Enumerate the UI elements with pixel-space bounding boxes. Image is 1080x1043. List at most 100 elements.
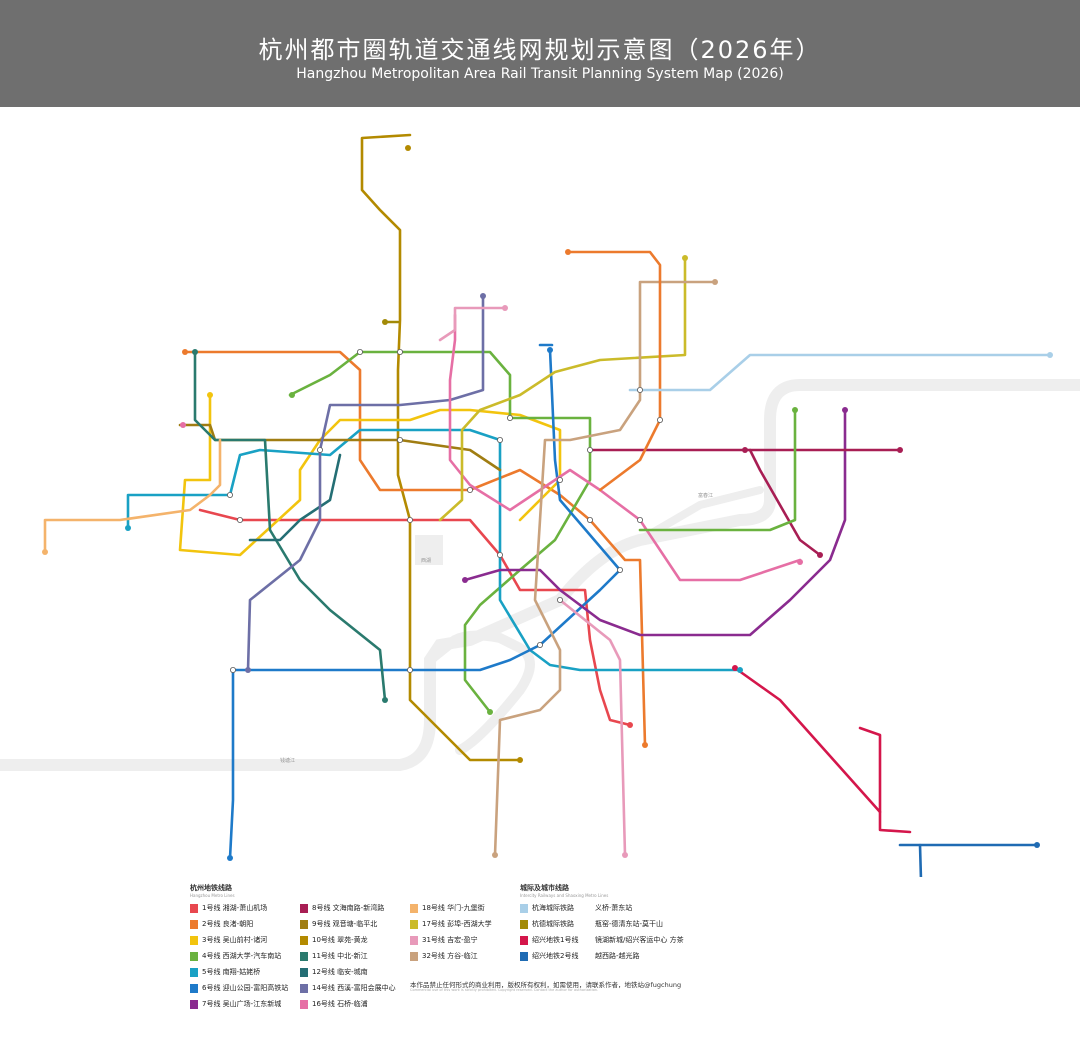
line-1 <box>198 508 632 727</box>
line-31b <box>558 598 627 857</box>
station <box>466 486 473 493</box>
line-7 <box>463 408 847 637</box>
legend-swatch <box>300 968 308 977</box>
intercity-hhy <box>628 353 1052 392</box>
tag-l1-s <box>627 722 633 728</box>
station <box>229 667 236 674</box>
station <box>587 446 594 453</box>
line-8b <box>748 448 822 557</box>
legend-intercity-header: 城际及城市线路 Intercity Railways and Shaoxing … <box>520 883 608 904</box>
tag-l18-w <box>42 549 48 555</box>
legend-label: 3号线 吴山前村-诸河 <box>202 936 268 944</box>
legend-swatch <box>190 1000 198 1009</box>
station <box>406 667 413 674</box>
line-16 <box>448 313 802 582</box>
legend-label: 31号线 吉宏-盈宁 <box>422 936 478 944</box>
tag-l4-w <box>289 392 295 398</box>
station <box>496 552 503 559</box>
station <box>496 436 503 443</box>
legend-label: 17号线 彭埠-西湖大学 <box>422 920 492 928</box>
tag-l31-s <box>622 852 628 858</box>
legend-label: 14号线 西溪-富阳会展中心 <box>312 984 396 992</box>
header-bar: 杭州都市圈轨道交通线网规划示意图（2026年） Hangzhou Metropo… <box>0 0 1080 107</box>
legend-swatch <box>190 904 198 913</box>
line-12 <box>248 453 342 542</box>
tag-hdm <box>382 319 388 325</box>
legend-swatch <box>410 904 418 913</box>
station <box>396 436 403 443</box>
legend-swatch <box>300 984 308 993</box>
tag-sxr1-n <box>732 665 738 671</box>
legend-swatch <box>300 920 308 929</box>
line-32b <box>566 250 662 492</box>
legend-intercity-extra-item: 瓶窑-德清东站-莫干山 <box>595 920 664 928</box>
tag-l32-s <box>492 852 498 858</box>
legend-label: 1号线 湘湖-萧山机场 <box>202 904 268 912</box>
tag-l11-n <box>192 349 198 355</box>
legend-label: 杭海城际铁路 <box>532 904 574 912</box>
line-5 <box>126 428 742 672</box>
tag-l5-w <box>125 525 131 531</box>
tag-l8b-s <box>817 552 823 558</box>
tag-sxr2-e <box>1034 842 1040 848</box>
legend-label: 11号线 中北-新江 <box>312 952 368 960</box>
city-label-westlake: 西湖 <box>421 557 431 564</box>
copyright-note: 本作品禁止任何形式的商业利用，版权所有权利，如需使用，请联系作者，地铁站@fug… <box>410 981 682 989</box>
tag-l11-s <box>382 697 388 703</box>
legend-label: 10号线 翠苑-黄龙 <box>312 936 368 944</box>
interchange-stations <box>226 348 664 674</box>
legend-label: 5号线 南翔-姑姥桥 <box>202 968 261 976</box>
map-title: 杭州都市圈轨道交通线网规划示意图（2026年） <box>258 36 822 64</box>
station <box>506 414 513 421</box>
legend-swatch <box>300 904 308 913</box>
tag-l7-w <box>462 577 468 583</box>
copyright-note-en: Commercial use of this work is strictly … <box>410 988 599 992</box>
tag-l6-s <box>227 855 233 861</box>
line-17 <box>438 256 687 522</box>
tag-l3-w <box>207 392 213 398</box>
legend-hangzhou-subtitle: Hangzhou Metro Lines <box>190 893 235 898</box>
legend-label: 绍兴地铁2号线 <box>532 952 579 960</box>
legend-label: 16号线 石桥-临浦 <box>312 1000 368 1008</box>
line-3 <box>178 393 562 557</box>
station <box>637 517 644 524</box>
tag-l8-mid <box>742 447 748 453</box>
legend-swatch <box>520 904 528 913</box>
legend-swatch <box>190 968 198 977</box>
legend-label: 4号线 西湖大学-汽车南站 <box>202 952 282 960</box>
legend-label: 8号线 文海南路-新湾路 <box>312 904 385 912</box>
river-qiantang <box>0 379 1080 771</box>
river-network <box>0 379 1080 771</box>
tag-l4-s <box>487 709 493 715</box>
tag-l4b-n <box>792 407 798 413</box>
legend-label: 绍兴地铁1号线 <box>532 936 579 944</box>
legend-swatch <box>520 936 528 945</box>
station <box>557 597 564 604</box>
legend-swatch <box>300 952 308 961</box>
station <box>236 517 243 524</box>
station <box>557 476 564 483</box>
legend-intercity-extra-item: 镜湖新城/绍兴客运中心 方茶 <box>595 936 684 944</box>
line-2 <box>183 350 647 747</box>
legend-hangzhou-title: 杭州地铁线路 <box>190 884 232 892</box>
legend-swatch <box>190 936 198 945</box>
tag-l10-n <box>405 145 411 151</box>
tag-l14-s <box>245 667 251 673</box>
legend-hangzhou-header: 杭州地铁线路 Hangzhou Metro Lines <box>190 883 235 904</box>
tag-l17-n <box>682 255 688 261</box>
tag-l10-s <box>517 757 523 763</box>
legend-intercity-subtitle: Intercity Railways and Shaoxing Metro Li… <box>520 893 609 898</box>
legend-label: 18号线 华门-九堡街 <box>422 904 485 912</box>
tag-l31-n <box>502 305 508 311</box>
legend-swatch <box>410 952 418 961</box>
river-branch <box>636 486 764 544</box>
line-32 <box>493 280 717 857</box>
line-4b <box>638 408 797 532</box>
legend-label: 7号线 吴山广场-江东新城 <box>202 1000 282 1008</box>
station <box>396 348 403 355</box>
sxr-1 <box>733 666 882 814</box>
tag-l14-n <box>480 293 486 299</box>
tag-l9-w <box>180 422 186 428</box>
river-fuchun <box>425 630 535 755</box>
station <box>587 517 594 524</box>
